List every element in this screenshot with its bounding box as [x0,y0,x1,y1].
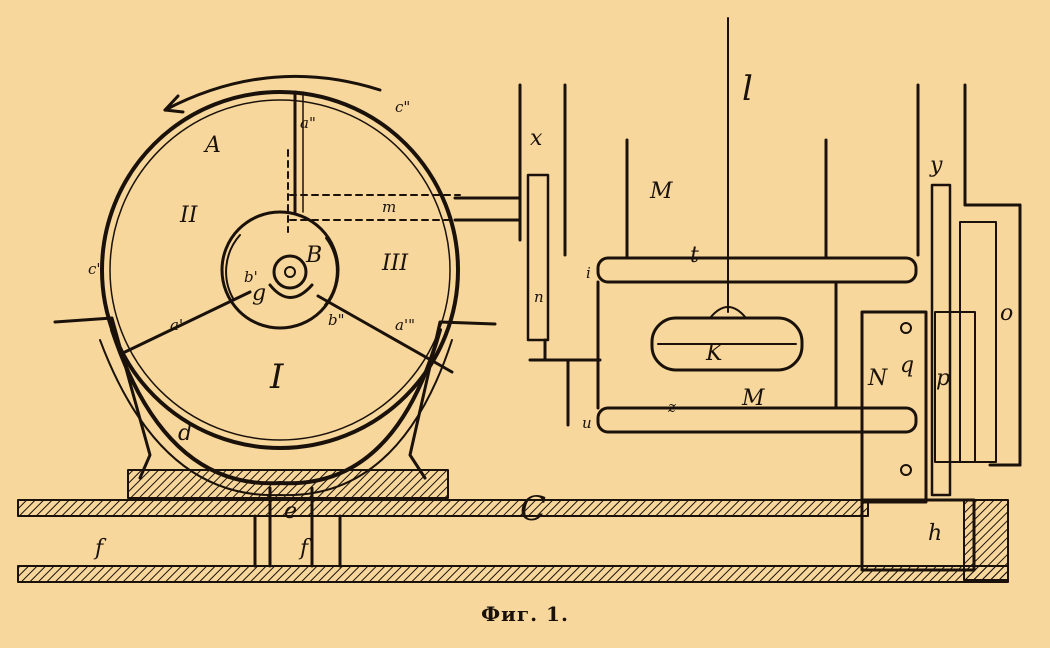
label-c1: c' [88,260,101,278]
label-III: III [381,251,409,276]
label-M2: M [741,386,765,411]
label-l: l [742,69,753,109]
label-b1: b' [244,268,258,286]
label-II: II [179,203,199,228]
label-a3: a'" [395,316,415,334]
label-z: z [667,398,676,416]
label-m: m [382,198,396,216]
label-a1: a' [170,316,183,334]
label-B: B [305,243,322,268]
label-f2: f [298,536,312,561]
label-h: h [928,521,942,546]
label-t: t [690,243,699,268]
connecting-pipe [453,196,522,222]
label-I: I [269,357,284,397]
label-K: K [705,341,724,366]
tank-M [596,17,918,434]
figure-caption: Фиг. 1. [481,602,569,626]
label-f1: f [93,536,107,561]
label-o: o [1000,301,1013,326]
wheel-A [100,74,461,450]
label-q: q [900,353,914,378]
label-e: e [284,499,297,524]
label-A: A [203,133,221,158]
label-u: u [582,414,592,432]
label-M1: M [649,179,673,204]
label-n: n [534,288,544,306]
chamber-h [860,498,1009,581]
label-d: d [178,421,192,446]
base-channel [17,486,1009,583]
label-y: y [929,153,943,178]
column-x [518,83,602,427]
diagram-labels: A B C I II III a' a" a'" b' b" c' c" d e… [88,69,1013,561]
label-N: N [867,366,888,391]
label-c2: c" [395,98,410,116]
column-y [860,83,1022,504]
label-p: p [936,366,950,391]
label-g: g [252,281,266,306]
wheel-stand [53,316,497,499]
label-i: i [586,264,591,282]
label-x: x [530,126,543,151]
label-b2: b" [328,311,345,329]
label-C: C [520,489,546,529]
label-a2: a" [300,114,316,132]
